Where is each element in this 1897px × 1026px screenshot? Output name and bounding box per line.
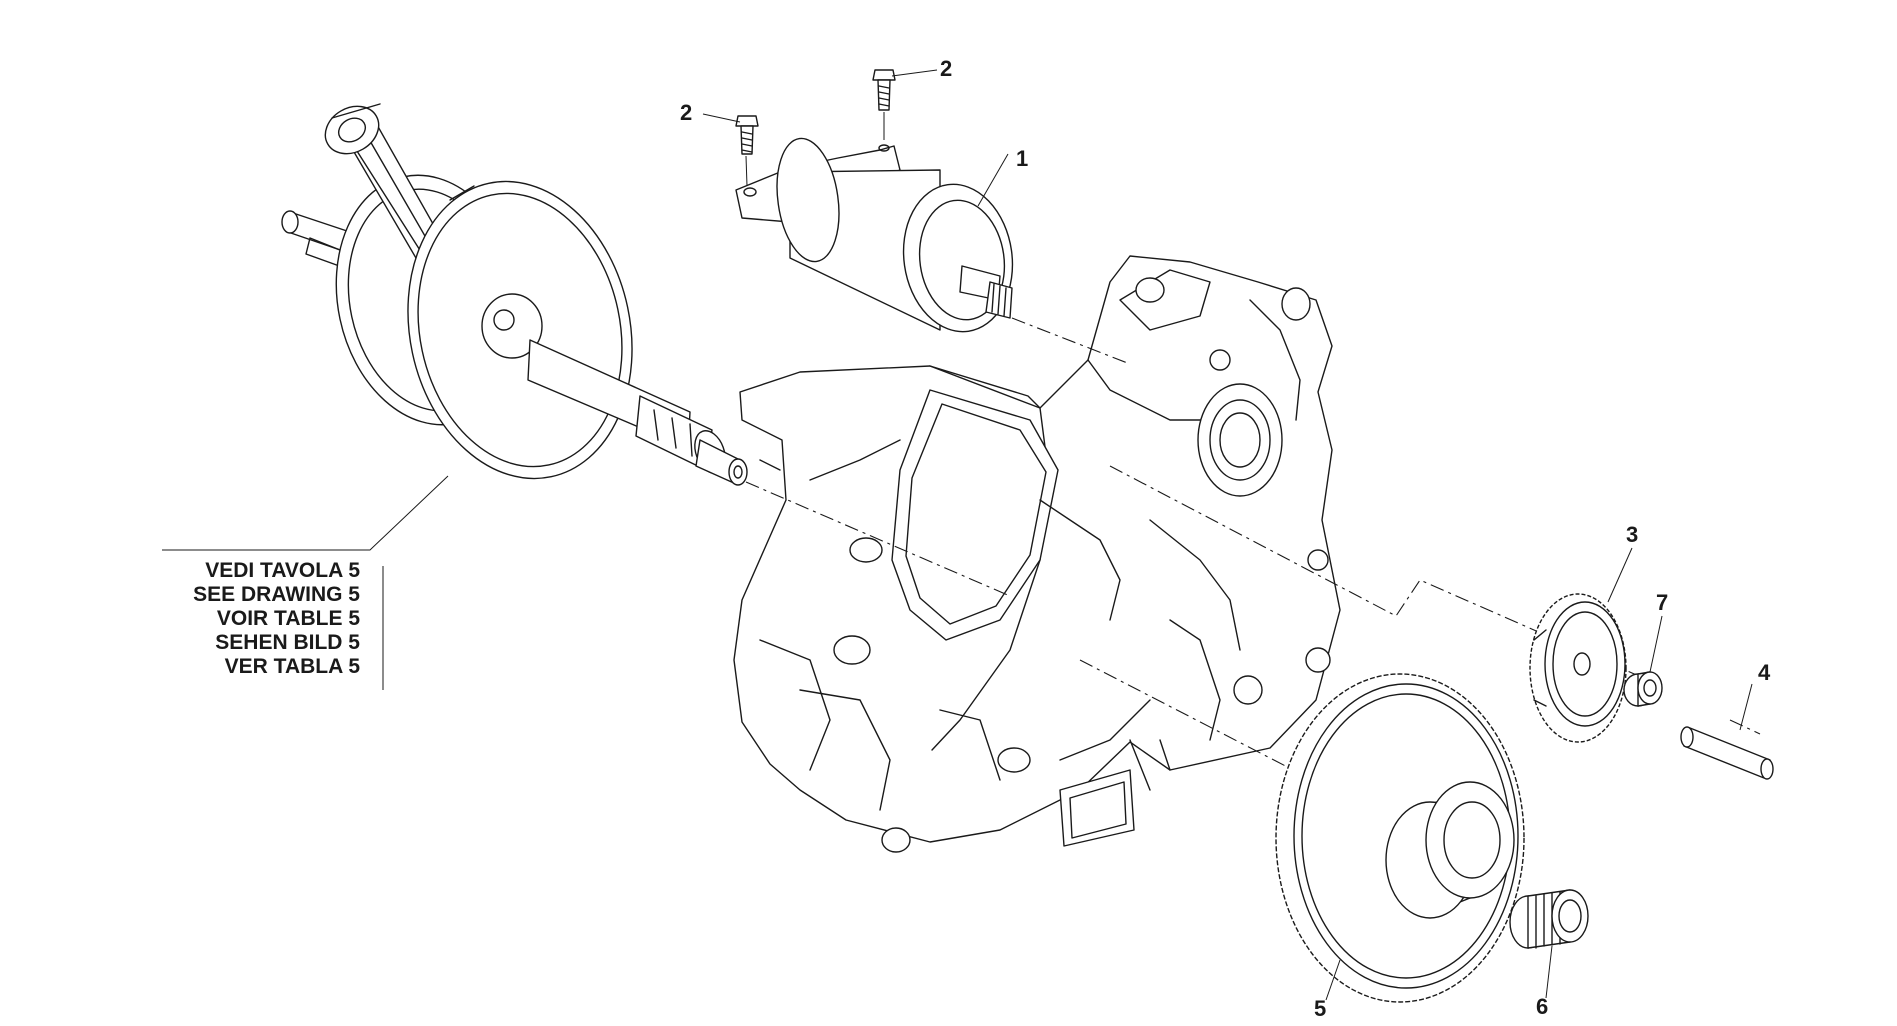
- starter-motor: [735, 137, 1014, 333]
- small-gear: [1529, 593, 1627, 743]
- reference-leader: [162, 475, 449, 690]
- reference-note: VEDI TAVOLA 5 SEE DRAWING 5 VOIR TABLE 5…: [193, 559, 360, 678]
- callout-spacer: 7: [1656, 590, 1668, 615]
- reference-note-line: VOIR TABLE 5: [217, 607, 360, 630]
- callout-small-gear: 3: [1626, 522, 1638, 547]
- reference-note-line: SEHEN BILD 5: [215, 631, 360, 654]
- spacer: [1623, 671, 1663, 707]
- screw-right: [872, 69, 896, 111]
- callout-leaders: [702, 69, 1753, 1001]
- needle-bearing: [1509, 889, 1589, 949]
- reference-note-line: SEE DRAWING 5: [193, 583, 360, 606]
- crankshaft-assembly: [281, 103, 748, 486]
- screw-left: [735, 115, 759, 155]
- callout-screw: 2: [940, 56, 952, 81]
- reference-note-line: VEDI TAVOLA 5: [205, 559, 360, 582]
- callout-needle-bearing: 6: [1536, 994, 1548, 1019]
- pin: [1680, 726, 1774, 780]
- callout-large-gear: 5: [1314, 996, 1326, 1021]
- reference-note-line: VER TABLA 5: [225, 655, 361, 678]
- callout-starter-motor: 1: [1016, 146, 1028, 171]
- callout-pin: 4: [1758, 660, 1771, 685]
- crankcase: [733, 255, 1341, 853]
- large-gear: [1275, 673, 1525, 1003]
- callout-screw: 2: [680, 100, 692, 125]
